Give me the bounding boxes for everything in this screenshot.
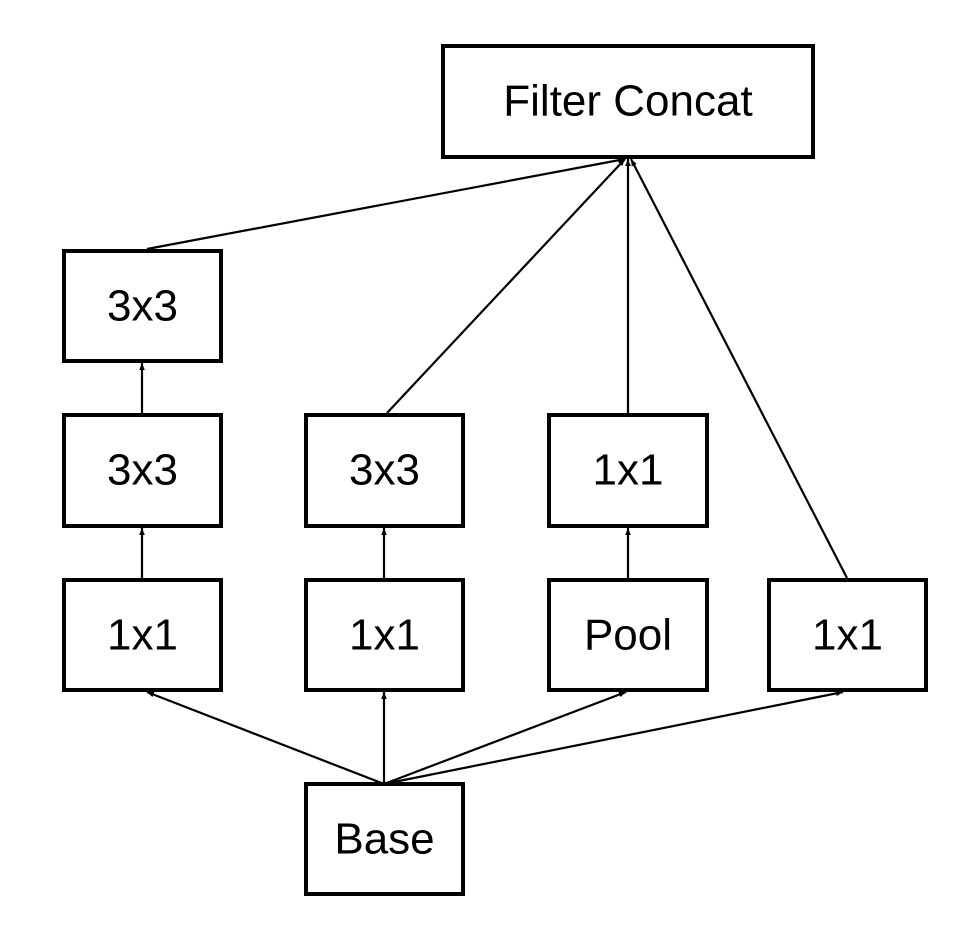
filter-concat-label: Filter Concat: [503, 77, 752, 126]
edge-base-to-col1-bottom: [146, 690, 385, 786]
col1-mid-label: 3x3: [107, 446, 178, 495]
col1-bottom-label: 1x1: [107, 611, 178, 660]
col1-top-label: 3x3: [107, 282, 178, 331]
col2-bottom-label: 1x1: [349, 611, 420, 660]
col3-mid-label: 1x1: [593, 446, 664, 495]
col1-mid-node: 3x3: [62, 413, 223, 528]
base-node: Base: [304, 782, 465, 896]
edges-layer: [139, 157, 848, 786]
filter-concat-node: Filter Concat: [441, 44, 815, 159]
col1-top-node: 3x3: [62, 249, 223, 363]
col4-bottom-node: 1x1: [767, 578, 928, 692]
col1-bottom-node: 1x1: [62, 578, 223, 692]
col2-mid-node: 3x3: [304, 413, 465, 528]
edge-col1-top-to-filter-concat: [146, 157, 626, 251]
col4-bottom-label: 1x1: [812, 611, 883, 660]
col3-bottom-label: Pool: [584, 611, 672, 660]
col2-bottom-node: 1x1: [304, 578, 465, 692]
col3-bottom-node: Pool: [547, 578, 709, 692]
edge-base-to-col4-bottom: [383, 690, 844, 786]
col3-mid-node: 1x1: [547, 413, 709, 528]
col2-mid-label: 3x3: [349, 446, 420, 495]
edge-col2-mid-to-filter-concat: [386, 158, 626, 414]
edge-base-to-col3-bottom: [383, 690, 627, 786]
base-label: Base: [334, 815, 434, 864]
edge-col4-bottom-to-filter-concat: [630, 158, 848, 579]
